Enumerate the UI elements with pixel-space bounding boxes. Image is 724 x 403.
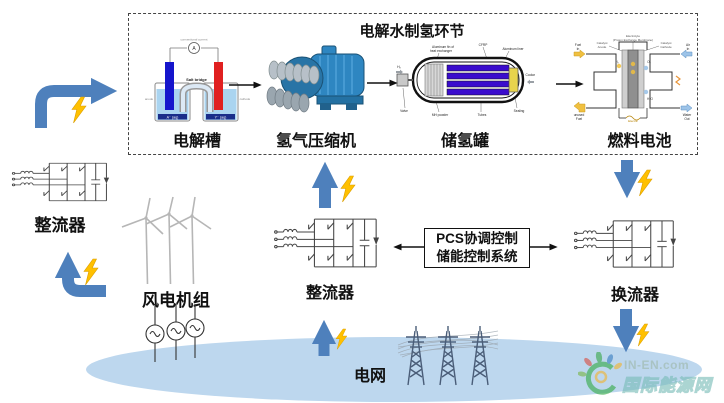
tank-label: 储氢罐 bbox=[440, 133, 489, 150]
fc-fuelin-label2: In bbox=[577, 47, 580, 51]
tank-mh-label: MH powder bbox=[432, 113, 449, 117]
converter-label: 换流器 bbox=[610, 287, 659, 304]
rectifier-mid-label: 整流器 bbox=[305, 285, 354, 302]
tank-sealing-label: Sealing bbox=[514, 109, 525, 113]
fc-unused-label2: Fuel bbox=[576, 117, 582, 121]
anode-label: anode bbox=[145, 97, 154, 101]
fc-flow-arrows bbox=[573, 49, 693, 113]
fuelcell-figure: Electrolyte (Proton Exchange Membrane) C… bbox=[573, 34, 693, 123]
fuelcell-label: 燃料电池 bbox=[607, 133, 672, 150]
left-cell-label: A⁻ (aq) bbox=[167, 115, 179, 119]
salt-bridge-label: Salt bridge bbox=[186, 77, 207, 82]
bolt-icon bbox=[71, 96, 87, 124]
compressor-figure bbox=[266, 45, 365, 113]
fc-cathode-label: Catalyst bbox=[661, 41, 672, 45]
tank-figure: Aluminum fin of heat exchanger CFRP Alum… bbox=[396, 43, 536, 117]
pcs-control-box: PCS协调控制 储能控制系统 bbox=[424, 228, 530, 268]
compressor-label: 氢气压缩机 bbox=[275, 133, 356, 150]
fc-current-label: Electric bbox=[628, 119, 638, 123]
pcs-line2: 储能控制系统 bbox=[436, 249, 518, 264]
tank-liner-label: Aluminum liner bbox=[502, 47, 524, 51]
arrow-rectifier-to-electrolysis bbox=[35, 77, 118, 128]
blue-electrode bbox=[165, 62, 174, 110]
tank-fin-label: Aluminum fin of bbox=[432, 45, 454, 49]
pcs-line1: PCS协调控制 bbox=[436, 231, 518, 246]
tank-cfrp-label: CFRP bbox=[479, 43, 488, 47]
fc-anode-label2: Anode bbox=[598, 45, 607, 49]
fc-airin-label: Air bbox=[686, 43, 691, 47]
watermark-site: IN-EN.com bbox=[624, 358, 690, 372]
fc-water-label2: Out bbox=[684, 117, 689, 121]
electrolyzer-label: 电解槽 bbox=[172, 133, 221, 150]
tank-tubes-label: Tubes bbox=[478, 113, 487, 117]
fc-water-label: Water bbox=[683, 113, 692, 117]
ammeter-label: A bbox=[192, 46, 196, 52]
screw-elements bbox=[266, 60, 320, 113]
rectifier-left-circuit bbox=[11, 162, 110, 202]
bolt-icon bbox=[636, 323, 650, 347]
tank-h2-label: H₂ bbox=[397, 65, 401, 69]
hydrogen-section-box bbox=[128, 13, 698, 155]
grid-label: 电网 bbox=[353, 368, 386, 385]
converter-circuit bbox=[574, 220, 677, 268]
mh-powder-section bbox=[424, 63, 444, 97]
tank-valve-label: Valve bbox=[400, 109, 408, 113]
fc-h2o-label: H₂O bbox=[647, 97, 654, 101]
inen-logo-icon bbox=[578, 352, 623, 395]
right-cell-label: Y⁻ (aq) bbox=[215, 115, 227, 119]
arrow-wind-to-rectifier bbox=[54, 251, 106, 297]
fc-o2-label: O₂ bbox=[647, 60, 651, 64]
watermark: IN-EN.com 国际能源网 bbox=[578, 346, 724, 403]
bolt-icon bbox=[340, 175, 356, 203]
electrolyzer-note: conventional current bbox=[180, 38, 207, 42]
wind-generators bbox=[145, 304, 205, 362]
electrolyzer-figure: conventional current A Salt bridge anode… bbox=[145, 38, 250, 122]
watermark-name: 国际能源网 bbox=[622, 376, 712, 396]
fc-electrolyte-label2: (Proton Exchange Membrane) bbox=[613, 38, 653, 42]
rectifier-mid-circuit bbox=[274, 218, 380, 268]
fc-fuelin-label: Fuel bbox=[575, 43, 581, 47]
wind-group-label: 风电机组 bbox=[142, 291, 210, 310]
fc-anode-label: Catalyst bbox=[597, 41, 608, 45]
bolt-icon bbox=[637, 169, 653, 197]
fc-airin-label2: In bbox=[687, 47, 690, 51]
fc-unused-label: unused bbox=[574, 113, 585, 117]
hydrogen-section-title: 电解水制氢环节 bbox=[359, 23, 465, 40]
cathode-label: cathode bbox=[240, 97, 250, 101]
rectifier-left-label: 整流器 bbox=[34, 216, 86, 235]
red-electrode bbox=[214, 62, 223, 110]
wind-turbines bbox=[121, 196, 212, 285]
fc-cathode-label2: Cathode bbox=[660, 45, 672, 49]
fc-h2-label: H₂ bbox=[615, 60, 619, 64]
bolt-icon bbox=[83, 258, 99, 286]
tank-fin-label2: heat exchanger bbox=[430, 49, 453, 53]
tank-coolant-label: Coolant bbox=[526, 73, 536, 77]
fc-electrolyte-label: Electrolyte bbox=[626, 34, 640, 38]
transmission-towers bbox=[397, 325, 499, 386]
